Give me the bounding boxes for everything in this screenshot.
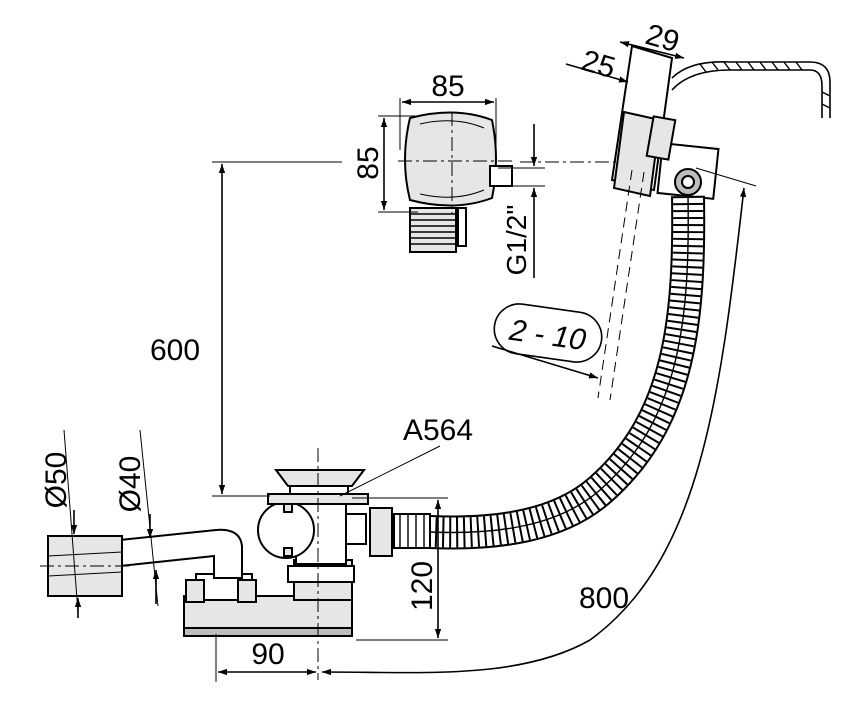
label-thread: G1/2" (501, 205, 532, 276)
label-85-height: 85 (352, 146, 385, 179)
dimension-d50: Ø50 (40, 429, 82, 618)
label-d40: Ø40 (114, 456, 147, 513)
label-85-width: 85 (431, 70, 464, 103)
label-800: 800 (579, 582, 629, 615)
label-600: 600 (150, 334, 200, 367)
bath-wall-range: 2 - 10 (491, 169, 645, 401)
dimension-85-height: 85 (352, 115, 418, 213)
label-25: 25 (578, 44, 619, 85)
dimension-85-width: 85 (399, 70, 497, 150)
dimension-thread: G1/2" (498, 124, 545, 278)
overflow-head (398, 111, 514, 253)
bowden-cable (671, 61, 831, 118)
model-callout: A564 (339, 414, 473, 497)
dimension-d40: Ø40 (114, 429, 160, 607)
waste-assembly (40, 448, 431, 680)
label-d50: Ø50 (40, 452, 73, 509)
flex-hose (429, 195, 706, 550)
dimension-25: 25 (565, 44, 629, 85)
dimension-90: 90 (215, 634, 316, 682)
label-90: 90 (251, 638, 284, 671)
label-120: 120 (406, 561, 439, 611)
label-model: A564 (403, 414, 473, 447)
dimension-800: 800 (321, 167, 757, 676)
dimension-600: 600 (150, 161, 342, 497)
overflow-bracket (520, 44, 720, 200)
